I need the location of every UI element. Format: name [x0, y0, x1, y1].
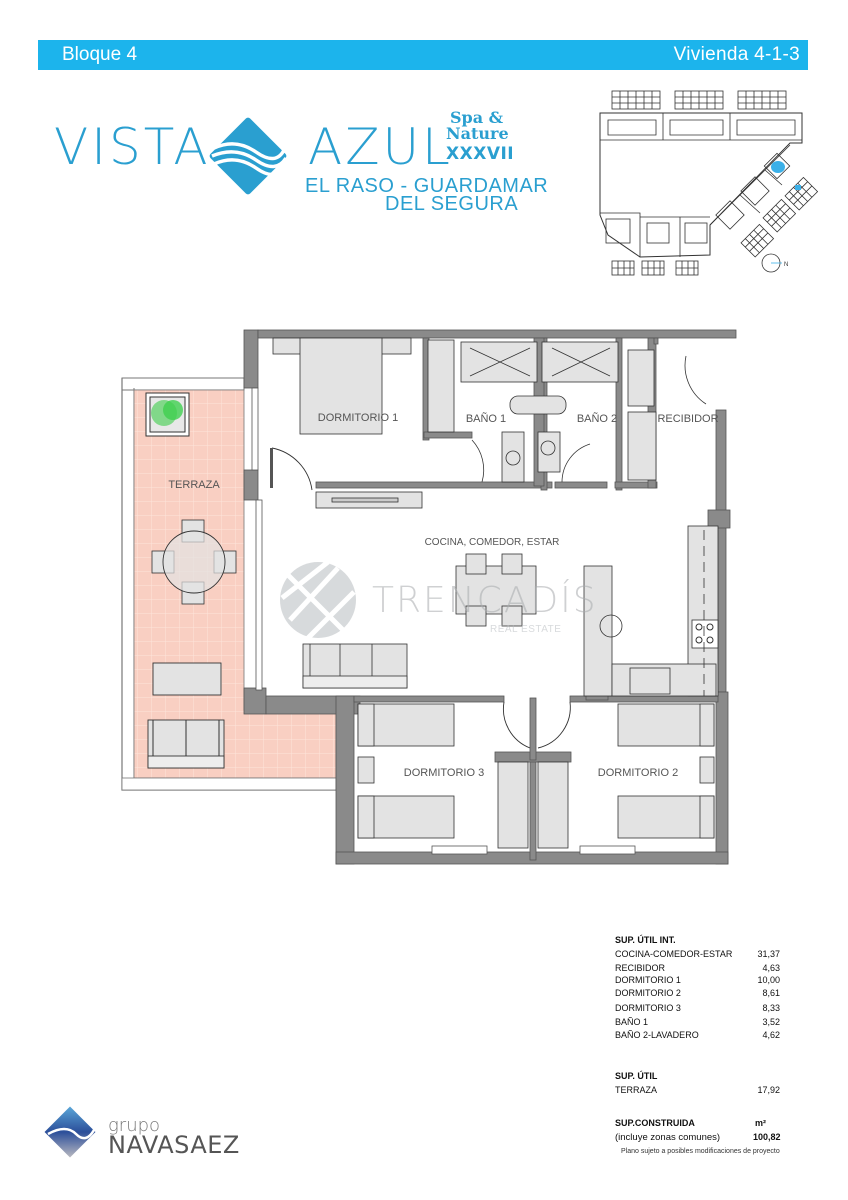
room-label-terraza: TERRAZA [168, 479, 220, 491]
built-surface-value: 100,82 [753, 1132, 781, 1142]
watermark-sub: REAL ESTATE [490, 624, 561, 635]
wave-diamond-icon [209, 117, 288, 195]
logo-word-azul: AZUL [308, 118, 453, 176]
room-label-bano-2: BAÑO 2 [577, 412, 617, 425]
room-label-bano-1: BAÑO 1 [466, 412, 506, 425]
interior-surface-title: SUP. ÚTIL INT. [615, 935, 676, 945]
logo-nature: Nature [446, 124, 509, 143]
built-surface-title: SUP.CONSTRUIDA [615, 1118, 695, 1128]
logo-spa-nature: Spa & Nature [446, 110, 509, 142]
walls [243, 329, 737, 865]
logo-word-vista: VISTA [54, 118, 211, 176]
logo-location-line2: DEL SEGURA [385, 193, 519, 215]
logo-spa: Spa & [450, 108, 504, 127]
room-label-dormitorio-3: DORMITORIO 3 [404, 767, 484, 779]
solar-grid-top [611, 90, 787, 110]
room-label-recibidor: RECIBIDOR [657, 413, 718, 425]
compass-north-label: N [784, 262, 788, 268]
site-plan-map: N [599, 90, 819, 276]
logo-location-line1: EL RASO - GUARDAMAR [305, 175, 549, 197]
logo-roman-numeral: XXXVII [446, 144, 515, 164]
disclaimer: Plano sujeto a posibles modificaciones d… [621, 1148, 780, 1155]
unit-label: Vivienda 4-1-3 [673, 44, 800, 65]
floor-plan: TERRAZA DORMITORIO 1 BAÑO 1 BAÑO 2 RECIB… [121, 329, 737, 865]
header-bar: Bloque 4 Vivienda 4-1-3 [38, 40, 808, 70]
block-label: Bloque 4 [62, 44, 138, 65]
useful-surface-title: SUP. ÚTIL [615, 1071, 658, 1081]
brand-small: grupo [108, 1115, 161, 1136]
cooktop-icon [695, 623, 714, 644]
room-label-cocina-comedor-estar: COCINA, COMEDOR, ESTAR [425, 537, 560, 548]
room-label-dormitorio-1: DORMITORIO 1 [318, 412, 398, 424]
terrace-area [121, 377, 337, 791]
trencadis-watermark: TRENCADÍS REAL ESTATE [280, 560, 598, 642]
built-surface-unit: m² [755, 1118, 766, 1128]
brand-large: NAVASAEZ [108, 1131, 240, 1159]
watermark-name: TRENCADÍS [372, 579, 598, 621]
room-label-dormitorio-2: DORMITORIO 2 [598, 767, 678, 779]
highlighted-unit-marker [771, 161, 785, 173]
round-table-icon [162, 530, 226, 594]
navasaez-diamond-icon [44, 1106, 96, 1158]
built-surface-note: (incluye zonas comunes) [615, 1132, 721, 1143]
